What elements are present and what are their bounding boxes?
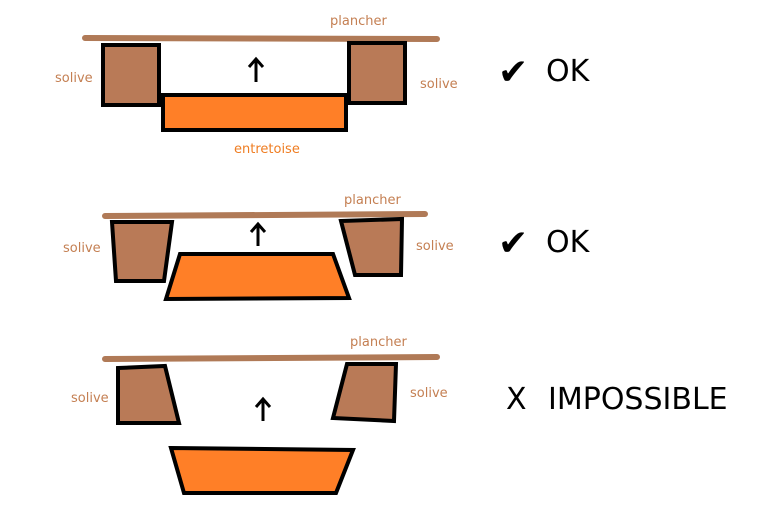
cross-icon: X	[506, 382, 527, 417]
solive-right	[347, 41, 407, 105]
solive-right-label: solive	[420, 77, 458, 92]
arrow-up-icon	[254, 396, 272, 421]
solive-right	[330, 362, 399, 424]
verdict-ok-1: OK	[546, 54, 591, 89]
arrow-up-icon	[247, 56, 265, 82]
verdict-ok-2: OK	[546, 225, 591, 260]
solive-left-label: solive	[71, 391, 109, 406]
solive-left-label: solive	[63, 241, 101, 256]
plancher-board	[82, 35, 440, 42]
solive-left	[116, 363, 182, 425]
solive-left	[101, 43, 161, 107]
entretoise-block	[163, 252, 352, 302]
solive-right-label: solive	[416, 239, 454, 254]
plancher-label: plancher	[350, 335, 407, 350]
entretoise-block	[168, 445, 356, 495]
solive-left-label: solive	[55, 71, 93, 86]
plancher-board	[102, 211, 428, 219]
entretoise-label: entretoise	[234, 142, 300, 157]
plancher-label: plancher	[344, 193, 401, 208]
check-icon: ✔	[498, 52, 528, 93]
scenario-2: plancher solive solive ✔ OK	[63, 193, 591, 302]
scenario-3: plancher solive solive X IMPOSSIBLE	[71, 335, 728, 495]
entretoise-block	[161, 93, 348, 132]
solive-left	[109, 220, 175, 283]
verdict-impossible: IMPOSSIBLE	[548, 382, 728, 417]
arrow-up-icon	[249, 221, 267, 246]
solive-right-label: solive	[410, 386, 448, 401]
scenario-1: plancher solive solive entretoise ✔ OK	[55, 14, 591, 157]
solive-right	[338, 216, 405, 277]
check-icon: ✔	[498, 223, 528, 264]
plancher-label: plancher	[330, 14, 387, 29]
plancher-board	[102, 354, 440, 362]
